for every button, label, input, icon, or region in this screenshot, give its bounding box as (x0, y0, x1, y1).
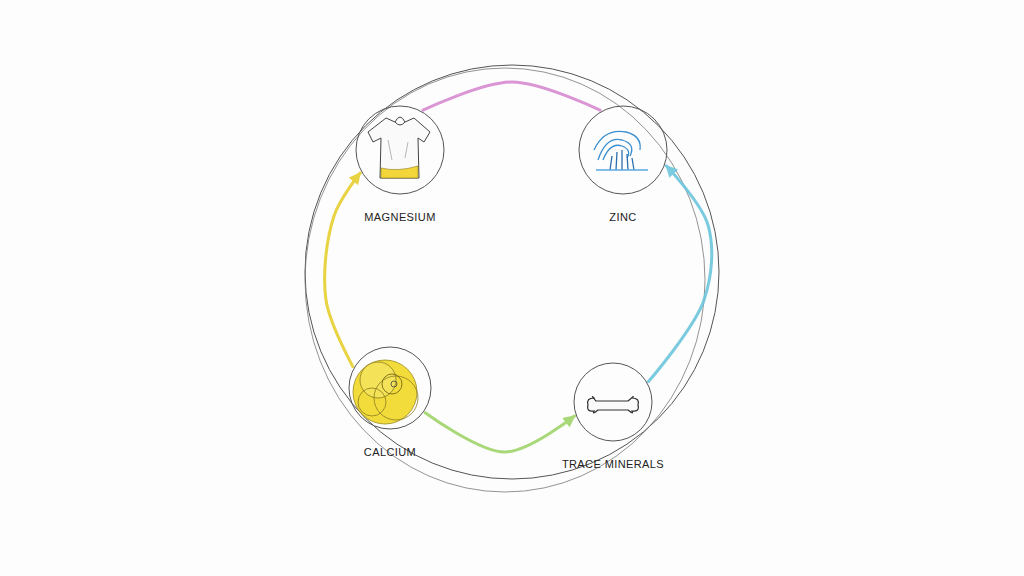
cycle-arrow (649, 166, 712, 382)
wave-icon (594, 131, 648, 170)
circle-outline (573, 362, 653, 442)
circle-outline (348, 346, 432, 430)
circle-border (356, 106, 444, 194)
bone-icon (588, 397, 639, 413)
mineral-label: MAGNESIUM (364, 211, 435, 223)
mineral-label: ZINC (609, 211, 636, 223)
shirt-icon (368, 117, 430, 178)
mineral-label: CALCIUM (364, 446, 416, 458)
mineral-circle: TRACE MINERALS (573, 362, 653, 442)
cycle-arrow (425, 413, 574, 452)
circle-outline (355, 105, 445, 195)
circle-border (579, 106, 667, 194)
calcium-icon (353, 360, 418, 424)
mineral-circle: ZINC (578, 105, 668, 195)
cycle-arrow (325, 173, 361, 367)
mineral-circle: CALCIUM (348, 346, 432, 430)
mineral-label: TRACE MINERALS (562, 458, 664, 470)
circle-border (574, 363, 652, 441)
cycle-outline-sketch (305, 68, 705, 492)
circle-outline (578, 105, 668, 195)
cycle-outline (305, 65, 719, 479)
cycle-arrow (423, 82, 600, 110)
mineral-circle: MAGNESIUM (355, 105, 445, 195)
circle-border (349, 347, 431, 429)
